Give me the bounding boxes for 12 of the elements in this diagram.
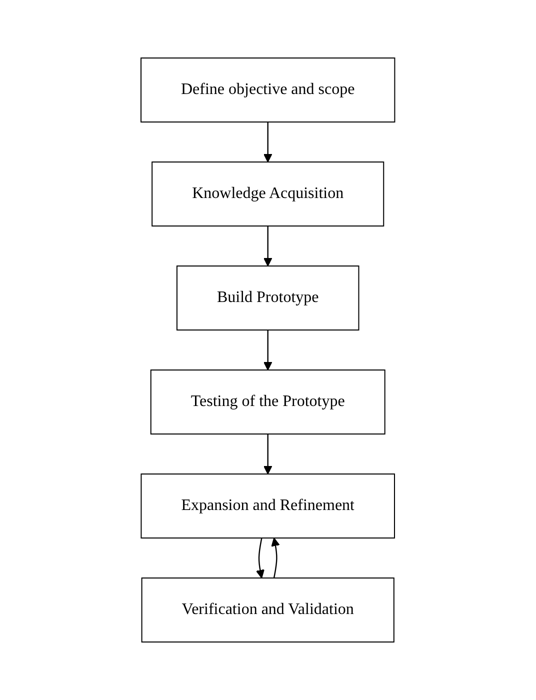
arrow <box>264 330 272 370</box>
arrow <box>271 538 280 578</box>
arrow <box>264 122 272 162</box>
node-box: Expansion and Refinement <box>140 474 396 538</box>
arrow <box>264 226 272 266</box>
node-box: Define objective and scope <box>140 58 396 122</box>
arrow <box>264 434 272 474</box>
node-box: Knowledge Acquisition <box>152 162 384 226</box>
node-box: Verification and Validation <box>141 578 395 642</box>
node-box: Testing of the Prototype <box>150 370 386 434</box>
node-box: Build Prototype <box>176 266 360 330</box>
arrow <box>256 538 265 578</box>
